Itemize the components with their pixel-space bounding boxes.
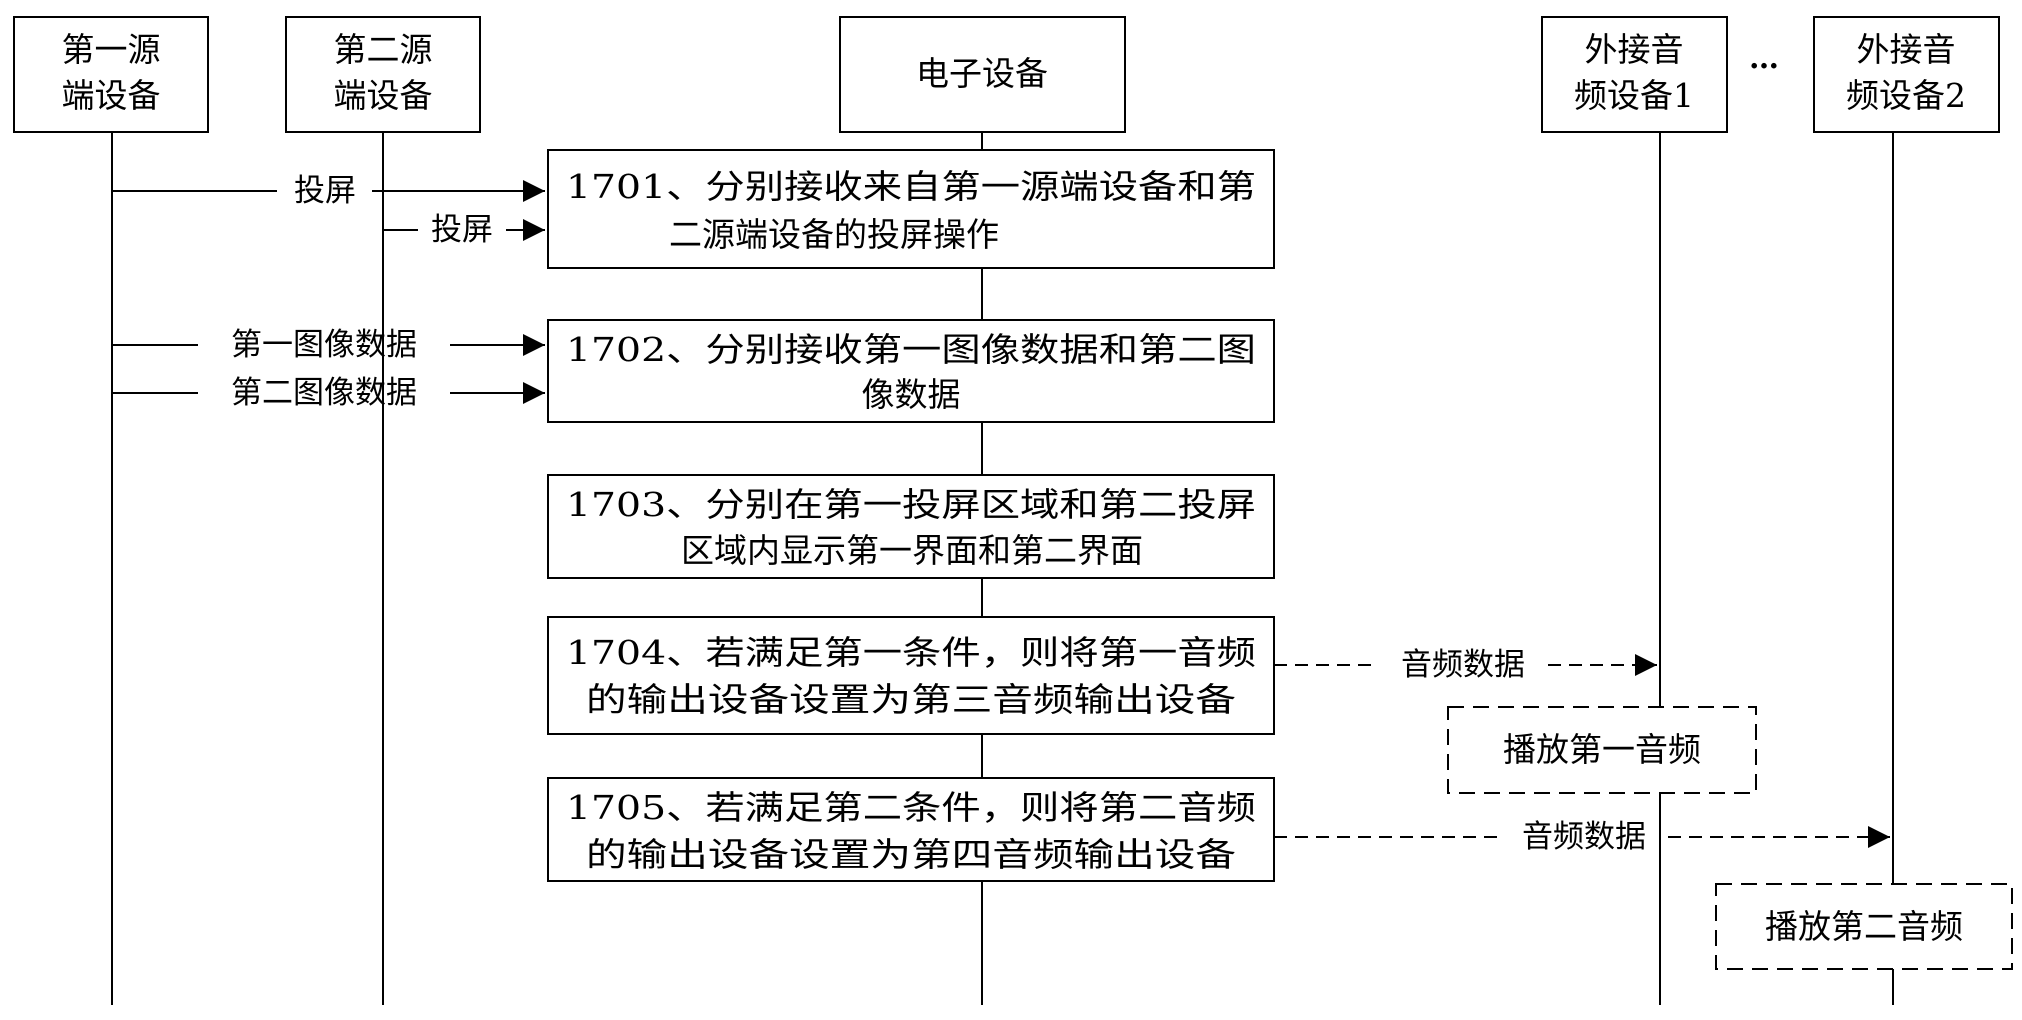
message-image1: 第一图像数据 — [112, 327, 545, 363]
participant-source2: 第二源 端设备 — [285, 16, 481, 133]
message-image1-label: 第一图像数据 — [231, 327, 417, 363]
step-1702: 1702、分别接收第一图像数据和第二图 像数据 — [547, 319, 1275, 423]
step-1703-line2: 区域内显示第一界面和第二界面 — [681, 531, 1143, 570]
message-image2-label: 第二图像数据 — [231, 375, 417, 411]
step-1701-line1: 1701、分别接收来自第一源端设备和第 — [566, 167, 1256, 206]
message-image2: 第二图像数据 — [112, 375, 545, 411]
step-1705-line2: 的输出设备设置为第四音频输出设备 — [586, 835, 1236, 874]
step-1701-line2: 二源端设备的投屏操作 — [669, 215, 999, 254]
step-1703-line1: 1703、分别在第一投屏区域和第二投屏 — [566, 485, 1256, 524]
action-play1-label: 播放第一音频 — [1503, 730, 1701, 769]
action-play1: 播放第一音频 — [1447, 706, 1757, 794]
message-audio-data2-label: 音频数据 — [1522, 819, 1646, 855]
step-1704-line1: 1704、若满足第一条件，则将第一音频 — [566, 633, 1256, 672]
participant-source2-line1: 第二源 — [334, 30, 433, 69]
step-1702-line2: 像数据 — [862, 375, 961, 414]
message-cast2-label: 投屏 — [431, 212, 493, 248]
participant-source1-line1: 第一源 — [62, 30, 161, 69]
step-1702-line1: 1702、分别接收第一图像数据和第二图 — [566, 330, 1256, 369]
message-audio-data1-label: 音频数据 — [1401, 647, 1525, 683]
step-1705: 1705、若满足第二条件，则将第二音频 的输出设备设置为第四音频输出设备 — [547, 777, 1275, 882]
participant-source1-line2: 端设备 — [62, 76, 161, 115]
message-cast2: 投屏 — [383, 212, 545, 248]
action-play2-label: 播放第二音频 — [1765, 907, 1963, 946]
participant-ellipsis: … — [1749, 41, 1779, 76]
participant-device: 电子设备 — [839, 16, 1126, 133]
message-cast1-label: 投屏 — [294, 173, 356, 209]
message-audio-data2: 音频数据 — [1274, 819, 1890, 855]
participant-device-label: 电子设备 — [916, 54, 1048, 93]
participant-audio2-line1: 外接音 — [1857, 30, 1956, 69]
participant-source2-line2: 端设备 — [334, 76, 433, 115]
participant-audio2-line2: 频设备2 — [1846, 76, 1966, 115]
step-1703: 1703、分别在第一投屏区域和第二投屏 区域内显示第一界面和第二界面 — [547, 474, 1275, 579]
message-audio-data1: 音频数据 — [1274, 647, 1657, 683]
participant-audio2: 外接音 频设备2 — [1813, 16, 2000, 133]
message-cast1: 投屏 — [112, 173, 545, 209]
action-play2: 播放第二音频 — [1715, 883, 2013, 970]
step-1701: 1701、分别接收来自第一源端设备和第 二源端设备的投屏操作 — [547, 149, 1275, 269]
step-1704: 1704、若满足第一条件，则将第一音频 的输出设备设置为第三音频输出设备 — [547, 616, 1275, 735]
participant-audio1-line2: 频设备1 — [1574, 76, 1694, 115]
participant-audio1: 外接音 频设备1 — [1541, 16, 1728, 133]
participant-audio1-line1: 外接音 — [1585, 30, 1684, 69]
participant-source1: 第一源 端设备 — [13, 16, 209, 133]
step-1705-line1: 1705、若满足第二条件，则将第二音频 — [566, 788, 1256, 827]
step-1704-line2: 的输出设备设置为第三音频输出设备 — [586, 680, 1236, 719]
